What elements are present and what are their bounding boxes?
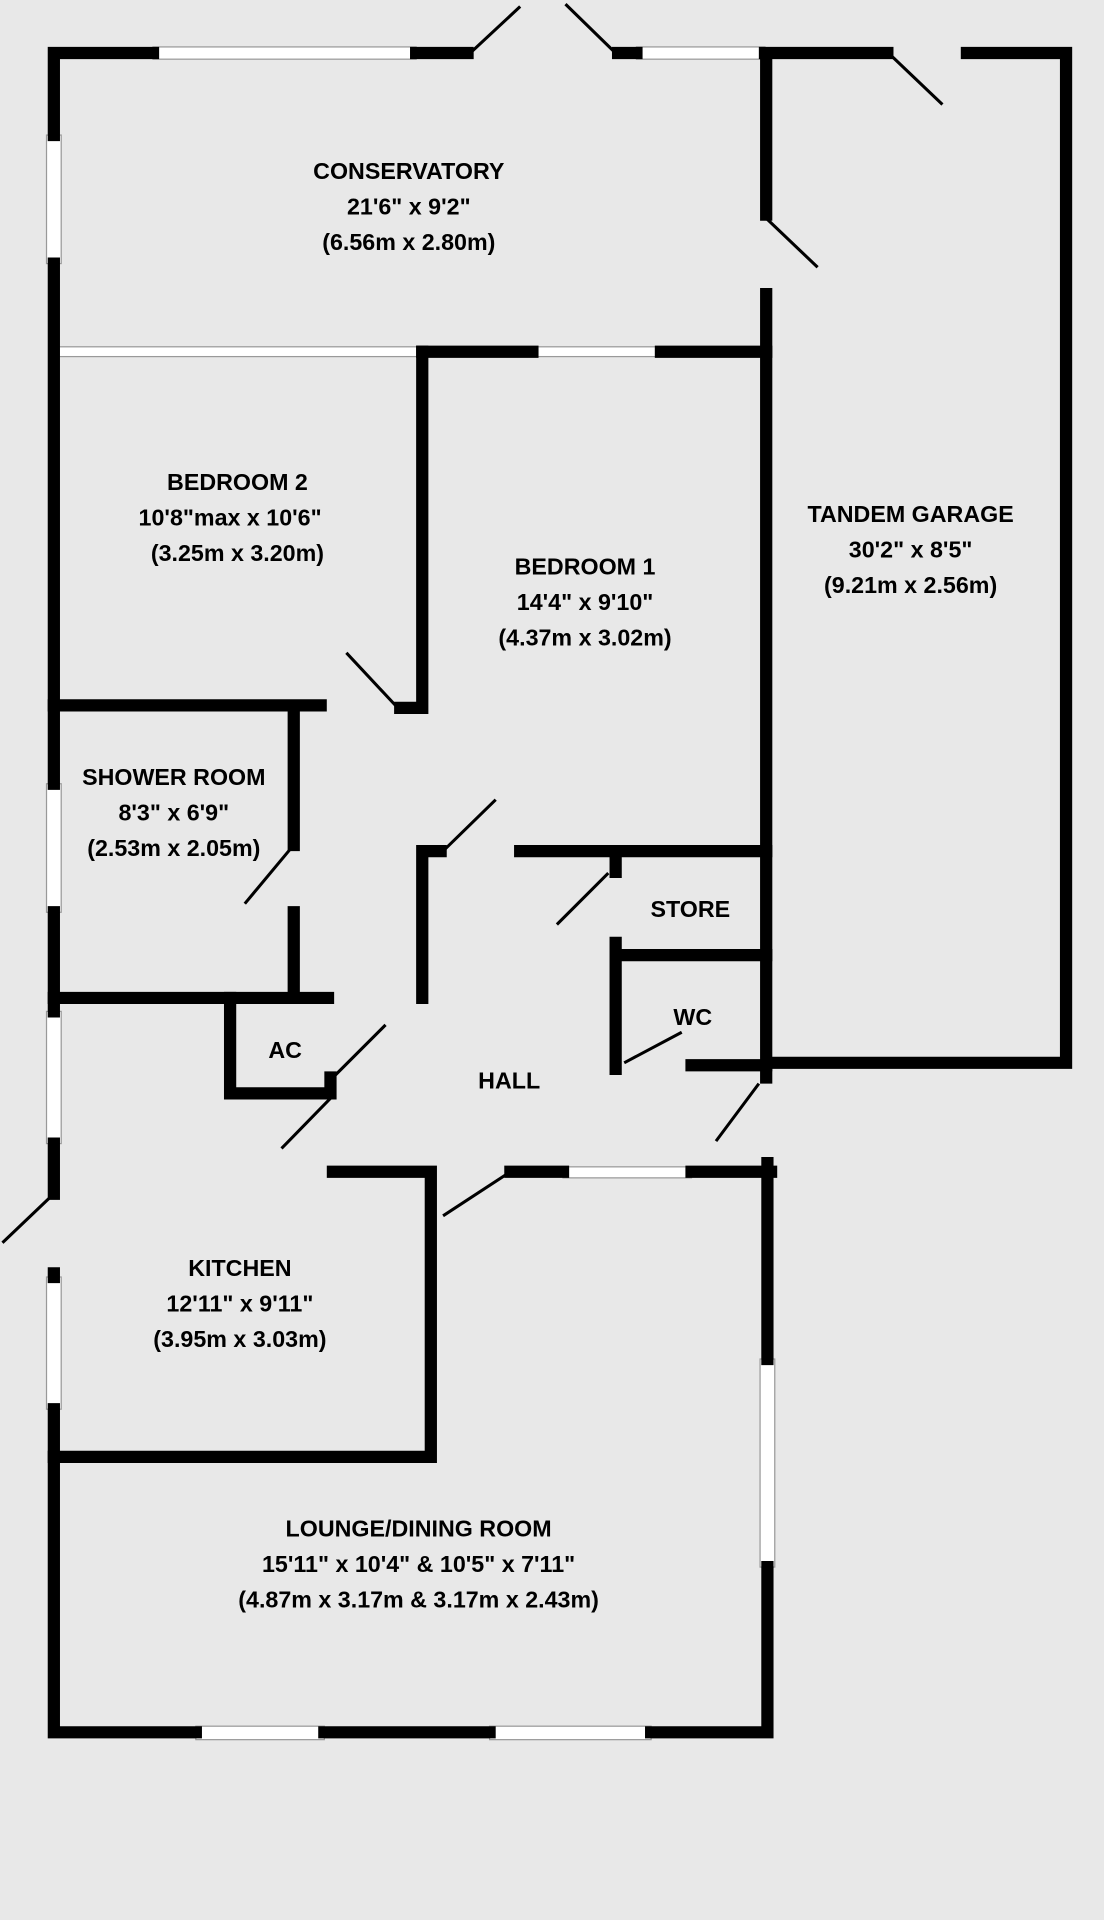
room-store: STORE [650,896,730,922]
room-name: TANDEM GARAGE [807,501,1013,527]
room-name: LOUNGE/DINING ROOM [286,1515,552,1541]
room-size-metric: (4.37m x 3.02m) [498,624,671,650]
room-size-imperial: 8'3" x 6'9" [118,799,229,825]
room-size-metric: (9.21m x 2.56m) [824,572,997,598]
room-size-imperial: 21'6" x 9'2" [347,194,471,220]
room-name: SHOWER ROOM [82,764,265,790]
room-name: BEDROOM 2 [167,469,308,495]
walls [47,46,1073,1739]
room-name: BEDROOM 1 [515,553,656,579]
room-bedroom-1: BEDROOM 1 14'4" x 9'10" (4.37m x 3.02m) [498,553,671,650]
doors [1,3,944,1244]
room-size-imperial: 30'2" x 8'5" [849,536,973,562]
room-size-imperial: 12'11" x 9'11" [166,1290,313,1316]
room-size-metric: (2.53m x 2.05m) [87,835,260,861]
room-size-imperial: 14'4" x 9'10" [517,589,654,615]
room-conservatory: CONSERVATORY 21'6" x 9'2" (6.56m x 2.80m… [313,158,505,255]
room-kitchen: KITCHEN 12'11" x 9'11" (3.95m x 3.03m) [153,1255,326,1352]
room-wc: WC [673,1004,712,1030]
room-lounge-dining: LOUNGE/DINING ROOM 15'11" x 10'4" & 10'5… [238,1515,599,1612]
room-name: CONSERVATORY [313,158,505,184]
room-shower-room: SHOWER ROOM 8'3" x 6'9" (2.53m x 2.05m) [82,764,265,861]
room-tandem-garage: TANDEM GARAGE 30'2" x 8'5" (9.21m x 2.56… [807,501,1013,598]
room-name: KITCHEN [188,1255,291,1281]
room-size-imperial: 15'11" x 10'4" & 10'5" x 7'11" [262,1551,575,1577]
room-size-imperial: 10'8"max x 10'6" [139,504,322,530]
room-size-metric: (6.56m x 2.80m) [322,229,495,255]
room-ac: AC [268,1037,302,1063]
room-bedroom-2: BEDROOM 2 10'8"max x 10'6" (3.25m x 3.20… [139,469,324,566]
room-size-metric: (3.25m x 3.20m) [151,540,324,566]
room-hall: HALL [478,1068,540,1094]
room-size-metric: (3.95m x 3.03m) [153,1326,326,1352]
windows [45,46,776,1741]
room-size-metric: (4.87m x 3.17m & 3.17m x 2.43m) [238,1586,599,1612]
